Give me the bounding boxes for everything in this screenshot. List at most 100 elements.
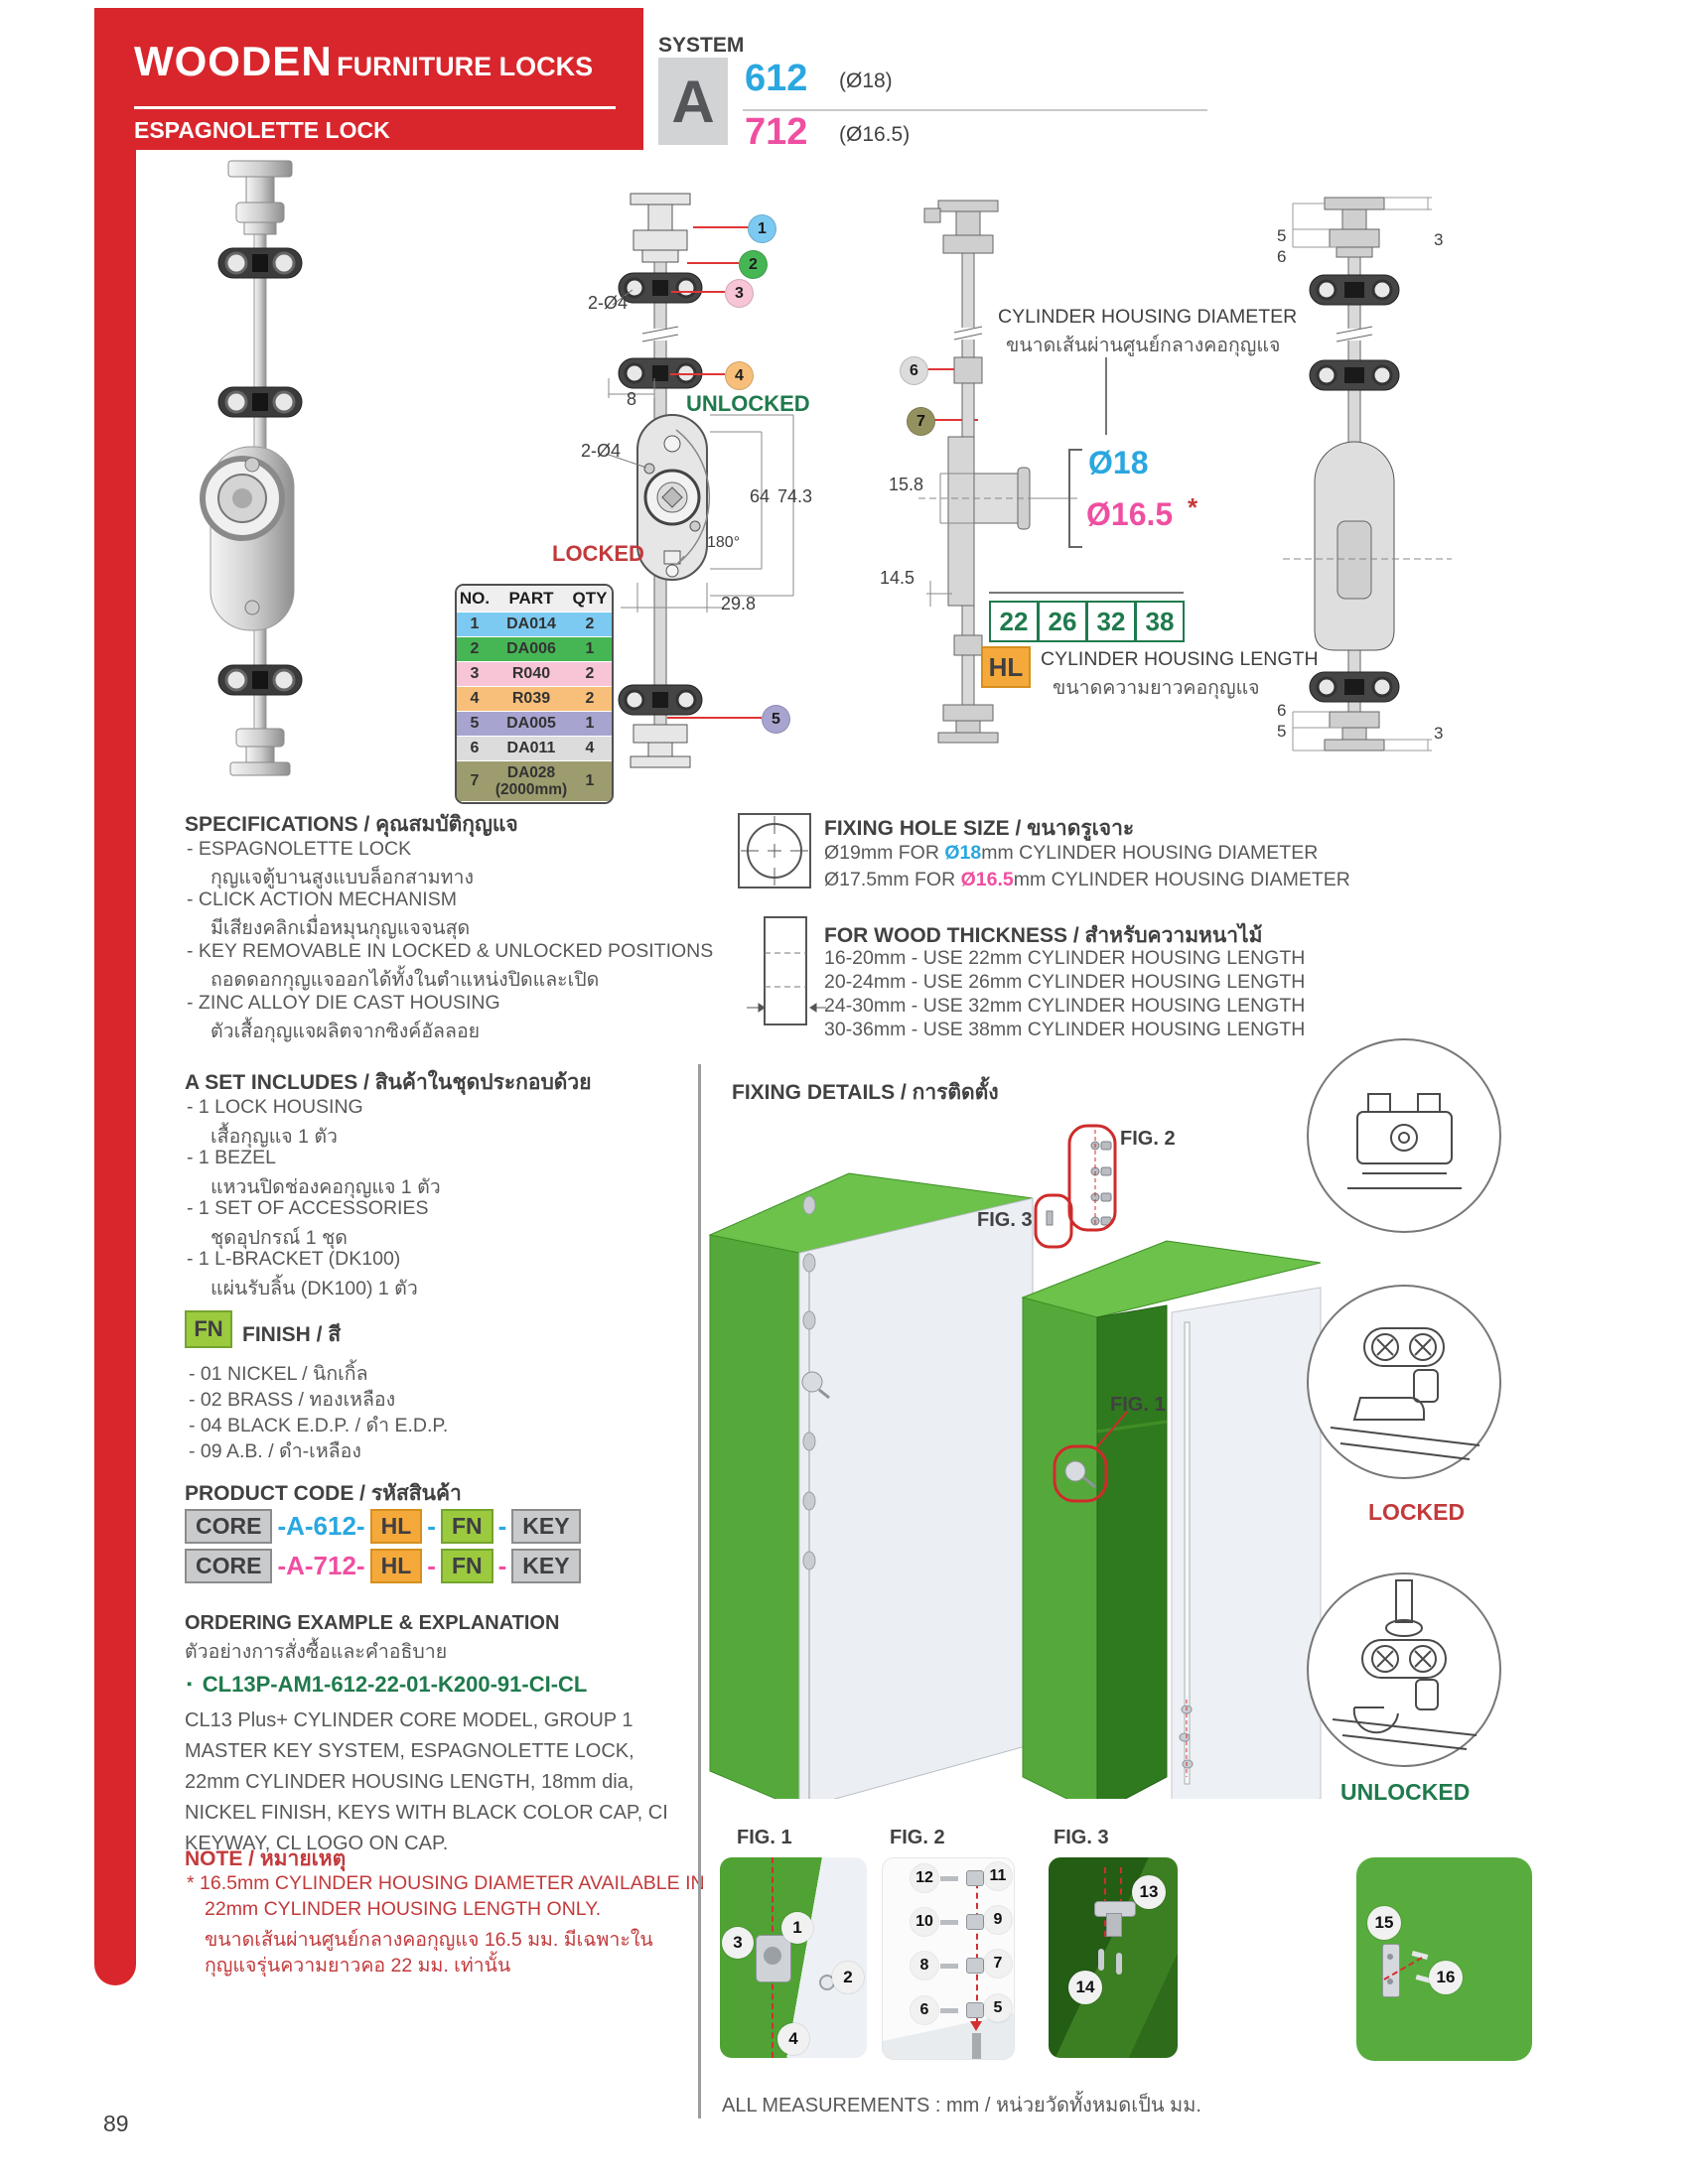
dim-rt5: 5 bbox=[1277, 226, 1287, 245]
wood-item: 30-36mm - USE 38mm CYLINDER HOUSING LENG… bbox=[824, 1019, 1306, 1040]
page-title-bold: WOODEN bbox=[134, 38, 333, 84]
model-612: 612 bbox=[745, 58, 808, 99]
dim-rb6: 6 bbox=[1277, 701, 1287, 720]
fig2-panel: 12 11 10 9 8 7 6 5 bbox=[882, 1857, 1015, 2060]
fig3-callout: 13 bbox=[1132, 1875, 1166, 1909]
detail-circle-housing bbox=[1307, 1038, 1501, 1233]
leader-7 bbox=[933, 419, 978, 421]
cabinet-open bbox=[1021, 1124, 1322, 1799]
finish-item: - 02 BRASS / ทองเหลือง bbox=[189, 1389, 396, 1411]
espagnolette-rod bbox=[1184, 1321, 1191, 1785]
hl-bracket-line bbox=[989, 592, 1184, 594]
wood-item: 16-20mm - USE 22mm CYLINDER HOUSING LENG… bbox=[824, 947, 1306, 969]
dim-rb3: 3 bbox=[1434, 724, 1444, 743]
fig2-callout: 5 bbox=[984, 1994, 1012, 2022]
spec-item-th: ตัวเสื้อกุญแจผลิตจากซิงค์อัลลอย bbox=[211, 1021, 481, 1042]
set-item: - 1 LOCK HOUSING bbox=[187, 1096, 363, 1118]
hl-badge: HL bbox=[369, 1509, 423, 1544]
header-banner: WOODEN FURNITURE LOCKS ESPAGNOLETTE LOCK bbox=[94, 8, 643, 150]
cabinets-illustration bbox=[708, 1124, 1322, 1799]
fig3-callout: 14 bbox=[1068, 1971, 1102, 2004]
guide-cleat-mid bbox=[217, 386, 303, 418]
ordering-code-line: ▪ CL13P-AM1-612-22-01-K200-91-CI-CL bbox=[187, 1672, 587, 1698]
note-line: 22mm CYLINDER HOUSING LENGTH ONLY. bbox=[205, 1898, 602, 1920]
fig1-callout: 2 bbox=[832, 1962, 864, 1993]
set-item-th: แผ่นรับลิ้น (DK100) 1 ตัว bbox=[211, 1278, 418, 1299]
cleat-top bbox=[1309, 274, 1400, 306]
model-612-dia: (Ø18) bbox=[839, 69, 893, 92]
guide-cleat-bottom bbox=[217, 664, 303, 696]
fig2-callout: 12 bbox=[911, 1864, 938, 1892]
wood-thickness-icon bbox=[747, 916, 826, 1025]
leader-6 bbox=[925, 368, 959, 370]
bullet-icon: ▪ bbox=[187, 1676, 193, 1693]
model-divider bbox=[743, 109, 1207, 111]
dim-14-5: 14.5 bbox=[880, 568, 915, 588]
open-door bbox=[1171, 1287, 1322, 1799]
hl-size-38: 38 bbox=[1135, 601, 1185, 642]
set-includes-title: A SET INCLUDES / สินค้าในชุดประกอบด้วย bbox=[185, 1071, 592, 1094]
product-code-row-612: CORE -A-612- HL - FN - KEY bbox=[185, 1509, 581, 1544]
fixing-hole-icon bbox=[738, 813, 811, 888]
fig2-callout: 7 bbox=[984, 1950, 1012, 1978]
finish-item: - 09 A.B. / ดำ-เหลือง bbox=[189, 1440, 361, 1462]
fixing-hole-line2: Ø17.5mm FOR Ø16.5mm CYLINDER HOUSING DIA… bbox=[824, 869, 1350, 890]
ordering-code: CL13P-AM1-612-22-01-K200-91-CI-CL bbox=[202, 1672, 588, 1697]
cleat-bottom bbox=[1309, 671, 1400, 703]
dia-bracket bbox=[1068, 449, 1082, 548]
fixing-hole-title: FIXING HOLE SIZE / ขนาดรูเจาะ bbox=[824, 817, 1135, 840]
fn-badge: FN bbox=[185, 1310, 232, 1348]
callout-4: 4 bbox=[725, 361, 754, 390]
hl-size-22: 22 bbox=[989, 601, 1039, 642]
chd-title: CYLINDER HOUSING DIAMETER bbox=[998, 306, 1298, 328]
finish-title: FINISH / สี bbox=[242, 1323, 342, 1346]
detail-circle-unlocked bbox=[1307, 1572, 1501, 1767]
note-title: NOTE / หมายเหตุ bbox=[185, 1847, 347, 1870]
chd-pointer bbox=[1105, 357, 1107, 435]
finish-item: - 04 BLACK E.D.P. / ดำ E.D.P. bbox=[189, 1415, 449, 1436]
leader-2 bbox=[687, 262, 739, 264]
set-item-th: ชุดอุปกรณ์ 1 ชุด bbox=[211, 1227, 348, 1249]
fig3-panel: 13 14 bbox=[1049, 1857, 1178, 2058]
product-code-title: PRODUCT CODE / รหัสสินค้า bbox=[185, 1482, 462, 1505]
wood-title: FOR WOOD THICKNESS / สำหรับความหนาไม้ bbox=[824, 924, 1263, 947]
dim-8: 8 bbox=[627, 389, 637, 409]
fig1-label: FIG. 1 bbox=[1110, 1394, 1166, 1416]
fig1-panel-label: FIG. 1 bbox=[737, 1827, 792, 1848]
unlocked-label: UNLOCKED bbox=[686, 391, 810, 416]
key-badge: KEY bbox=[511, 1509, 581, 1544]
spec-item-th: ถอดดอกกุญแจออกได้ทั้งในตำแหน่งปิดและเปิด bbox=[211, 969, 600, 991]
fig1-callout: 4 bbox=[777, 2023, 809, 2055]
column-divider bbox=[698, 1064, 701, 2118]
dim-180: 180° bbox=[707, 534, 741, 551]
cleat-b bbox=[618, 357, 703, 389]
spec-item: - CLICK ACTION MECHANISM bbox=[187, 888, 457, 910]
fig1-callout: 1 bbox=[781, 1912, 813, 1944]
unlocked-detail-label: UNLOCKED bbox=[1340, 1779, 1471, 1805]
callout-3: 3 bbox=[725, 279, 754, 308]
finish-item: - 01 NICKEL / นิกเกิ้ล bbox=[189, 1363, 368, 1385]
measurements-note: ALL MEASUREMENTS : mm / หน่วยวัดทั้งหมดเ… bbox=[722, 2095, 1201, 2116]
leader-5 bbox=[667, 717, 762, 719]
page-subtitle: ESPAGNOLETTE LOCK bbox=[134, 117, 390, 143]
fig2-panel-label: FIG. 2 bbox=[890, 1827, 945, 1848]
model-712-dia: (Ø16.5) bbox=[839, 123, 911, 146]
model-712: 712 bbox=[745, 111, 808, 153]
hl-size-26: 26 bbox=[1038, 601, 1087, 642]
dia-asterisk: * bbox=[1188, 492, 1198, 522]
fig2-callout: 9 bbox=[984, 1906, 1012, 1934]
leader-3 bbox=[671, 291, 725, 293]
fig4-callout: 15 bbox=[1367, 1906, 1401, 1940]
dim-64: 64 bbox=[750, 486, 771, 506]
callout-7: 7 bbox=[907, 407, 935, 436]
door-lock bbox=[801, 1371, 823, 1393]
dim-74-3: 74.3 bbox=[777, 486, 813, 506]
header-divider bbox=[134, 106, 616, 109]
dim-rt3: 3 bbox=[1434, 230, 1444, 249]
